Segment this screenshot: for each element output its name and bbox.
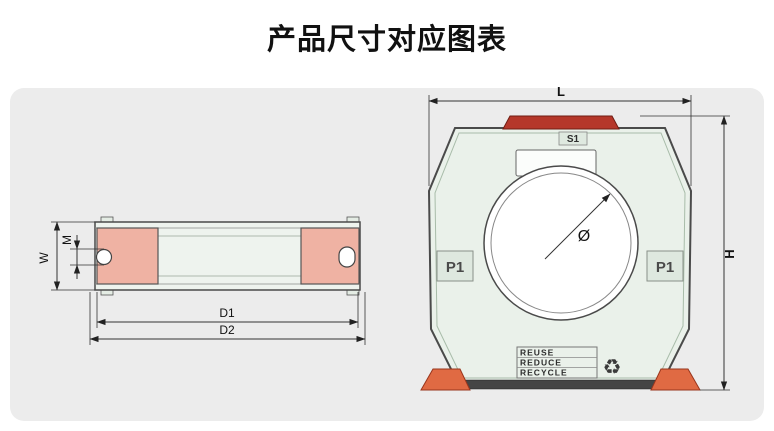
dim-label-l: L: [557, 84, 565, 99]
diameter-arrow: [544, 193, 611, 260]
dim-label-h: H: [722, 249, 737, 258]
page-title: 产品尺寸对应图表: [266, 24, 507, 56]
recycle-line-2: REDUCE: [520, 358, 562, 368]
recycle-box: [516, 346, 598, 379]
dim-label-d2: D2: [219, 323, 235, 337]
dim-label-w: W: [37, 252, 51, 264]
recycle-icon: ♻: [603, 356, 622, 379]
recycle-line-1: REUSE: [520, 348, 554, 358]
foot-left: [420, 368, 471, 391]
diameter-label: Ø: [578, 228, 590, 245]
s1-label: S1: [567, 134, 580, 145]
p1-plate-left: [436, 250, 474, 282]
side-view: W M D1 D2: [37, 216, 366, 345]
dim-label-d1: D1: [219, 306, 235, 320]
recycle-marking: REUSE REDUCE RECYCLE ♻: [516, 346, 622, 379]
pink-block-right: [300, 227, 360, 285]
p1-label-right: P1: [656, 259, 674, 276]
dimension-m: M: [60, 235, 104, 279]
bore-inner-ring: [490, 172, 632, 314]
mount-hole: [95, 248, 113, 266]
p1-label-left: P1: [446, 259, 464, 276]
base-bar: [448, 379, 672, 390]
dimension-d2: D2: [89, 292, 366, 345]
terminal-cap: [502, 115, 620, 130]
dimension-h: H: [640, 115, 737, 391]
dim-label-m: M: [60, 235, 74, 245]
recycle-line-3: RECYCLE: [520, 368, 568, 378]
dimension-d1: D1: [96, 292, 359, 328]
p1-plate-right: [646, 250, 684, 282]
mount-slot: [338, 246, 356, 268]
front-view: S1 Ø P1 P1 REUSE REDUCE RECYCLE ♻: [420, 84, 737, 391]
foot-right: [650, 368, 701, 391]
dimension-l: L: [428, 84, 692, 186]
dimension-w: W: [37, 221, 95, 291]
s1-plate: [558, 131, 588, 146]
